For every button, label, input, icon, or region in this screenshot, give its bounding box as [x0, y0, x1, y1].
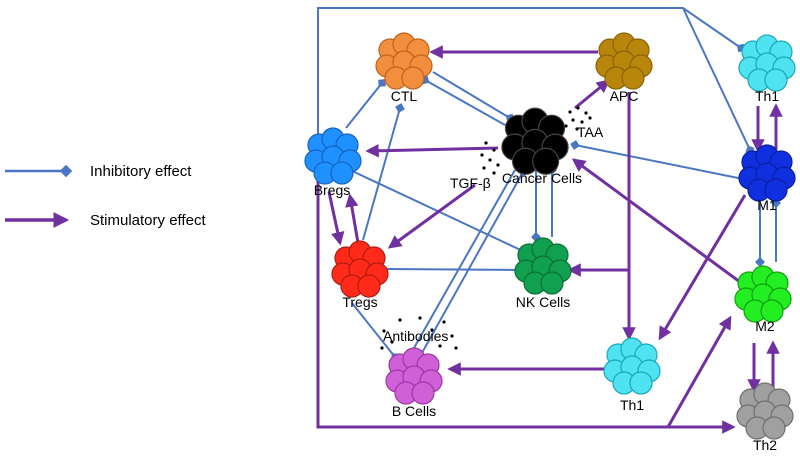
inhibitory-edges — [317, 7, 781, 361]
th2-cell-cluster — [736, 382, 794, 440]
edge-cancer-to-apc — [574, 79, 611, 110]
th1-top-label: Th1 — [755, 88, 779, 104]
edge-bregs-to-ctl — [345, 79, 386, 129]
th1-bottom-cell-cluster — [603, 337, 661, 395]
tregs-cell-cluster — [331, 240, 389, 298]
ctl-cell-cluster — [375, 32, 433, 90]
bregs-label: Bregs — [314, 182, 351, 198]
inhibitory-legend-label: Inhibitory effect — [90, 163, 192, 180]
edge-tregs-to-nk — [386, 265, 526, 275]
edge-tregs-to-ctl — [362, 103, 405, 241]
edge-to-m2-diagonal — [666, 315, 732, 428]
bregs-cell-cluster — [304, 127, 362, 185]
cancer-cell-cluster — [501, 107, 569, 175]
th2-label: Th2 — [753, 437, 777, 453]
edge-top-to-m1 — [682, 7, 755, 155]
taa-dots — [564, 106, 592, 131]
ctl-label: CTL — [391, 88, 418, 104]
edge-tregs-to-bcells — [351, 302, 399, 361]
edge-bcells-to-cancer — [417, 167, 528, 361]
edge-m1-to-cancer — [570, 140, 749, 181]
node-labels: CTL APC Th1 Bregs Cancer Cells M1 Tregs … — [314, 88, 780, 453]
tregs-label: Tregs — [342, 294, 377, 310]
legend: Inhibitory effect Stimulatory effect — [5, 163, 206, 229]
apc-label: APC — [610, 88, 639, 104]
m2-label: M2 — [755, 318, 775, 334]
edge-bregs-to-th2 — [316, 180, 736, 434]
m1-label: M1 — [757, 197, 777, 213]
nk-cell-cluster — [514, 237, 572, 295]
edge-m1-to-th1-bottom — [658, 194, 747, 341]
edge-cancer-to-bregs — [365, 144, 499, 158]
edge-m2-to-cancer — [571, 158, 741, 284]
nk-cells-label: NK Cells — [516, 294, 570, 310]
edge-cancer-to-ctl — [420, 75, 506, 126]
edge-bregs-to-tregs — [327, 191, 345, 246]
th1-top-cell-cluster — [738, 34, 796, 92]
th1-bottom-label: Th1 — [620, 397, 644, 413]
edge-tgfb-to-tregs — [387, 183, 476, 249]
tgfb-dots — [480, 141, 500, 175]
antibody-dots — [380, 316, 458, 350]
m2-cell-cluster — [734, 265, 792, 323]
cell-clusters — [304, 32, 796, 440]
taa-label: TAA — [577, 124, 604, 140]
antibodies-label: Antibodies — [383, 328, 448, 344]
edge-cancer-to-bcells — [405, 169, 516, 360]
b-cells-label: B Cells — [392, 403, 436, 419]
edge-tregs-to-bregs — [345, 193, 360, 244]
stimulatory-legend-label: Stimulatory effect — [90, 212, 206, 229]
tgfb-label: TGF-β — [450, 175, 491, 191]
b-cells-cell-cluster — [385, 347, 443, 405]
apc-cell-cluster — [595, 32, 653, 90]
stimulatory-edges — [316, 45, 783, 434]
m1-cell-cluster — [738, 144, 796, 202]
edge-ctl-to-cancer — [432, 71, 515, 123]
cancer-cells-label: Cancer Cells — [502, 170, 582, 186]
edge-bregs-to-th1-top — [317, 7, 746, 140]
